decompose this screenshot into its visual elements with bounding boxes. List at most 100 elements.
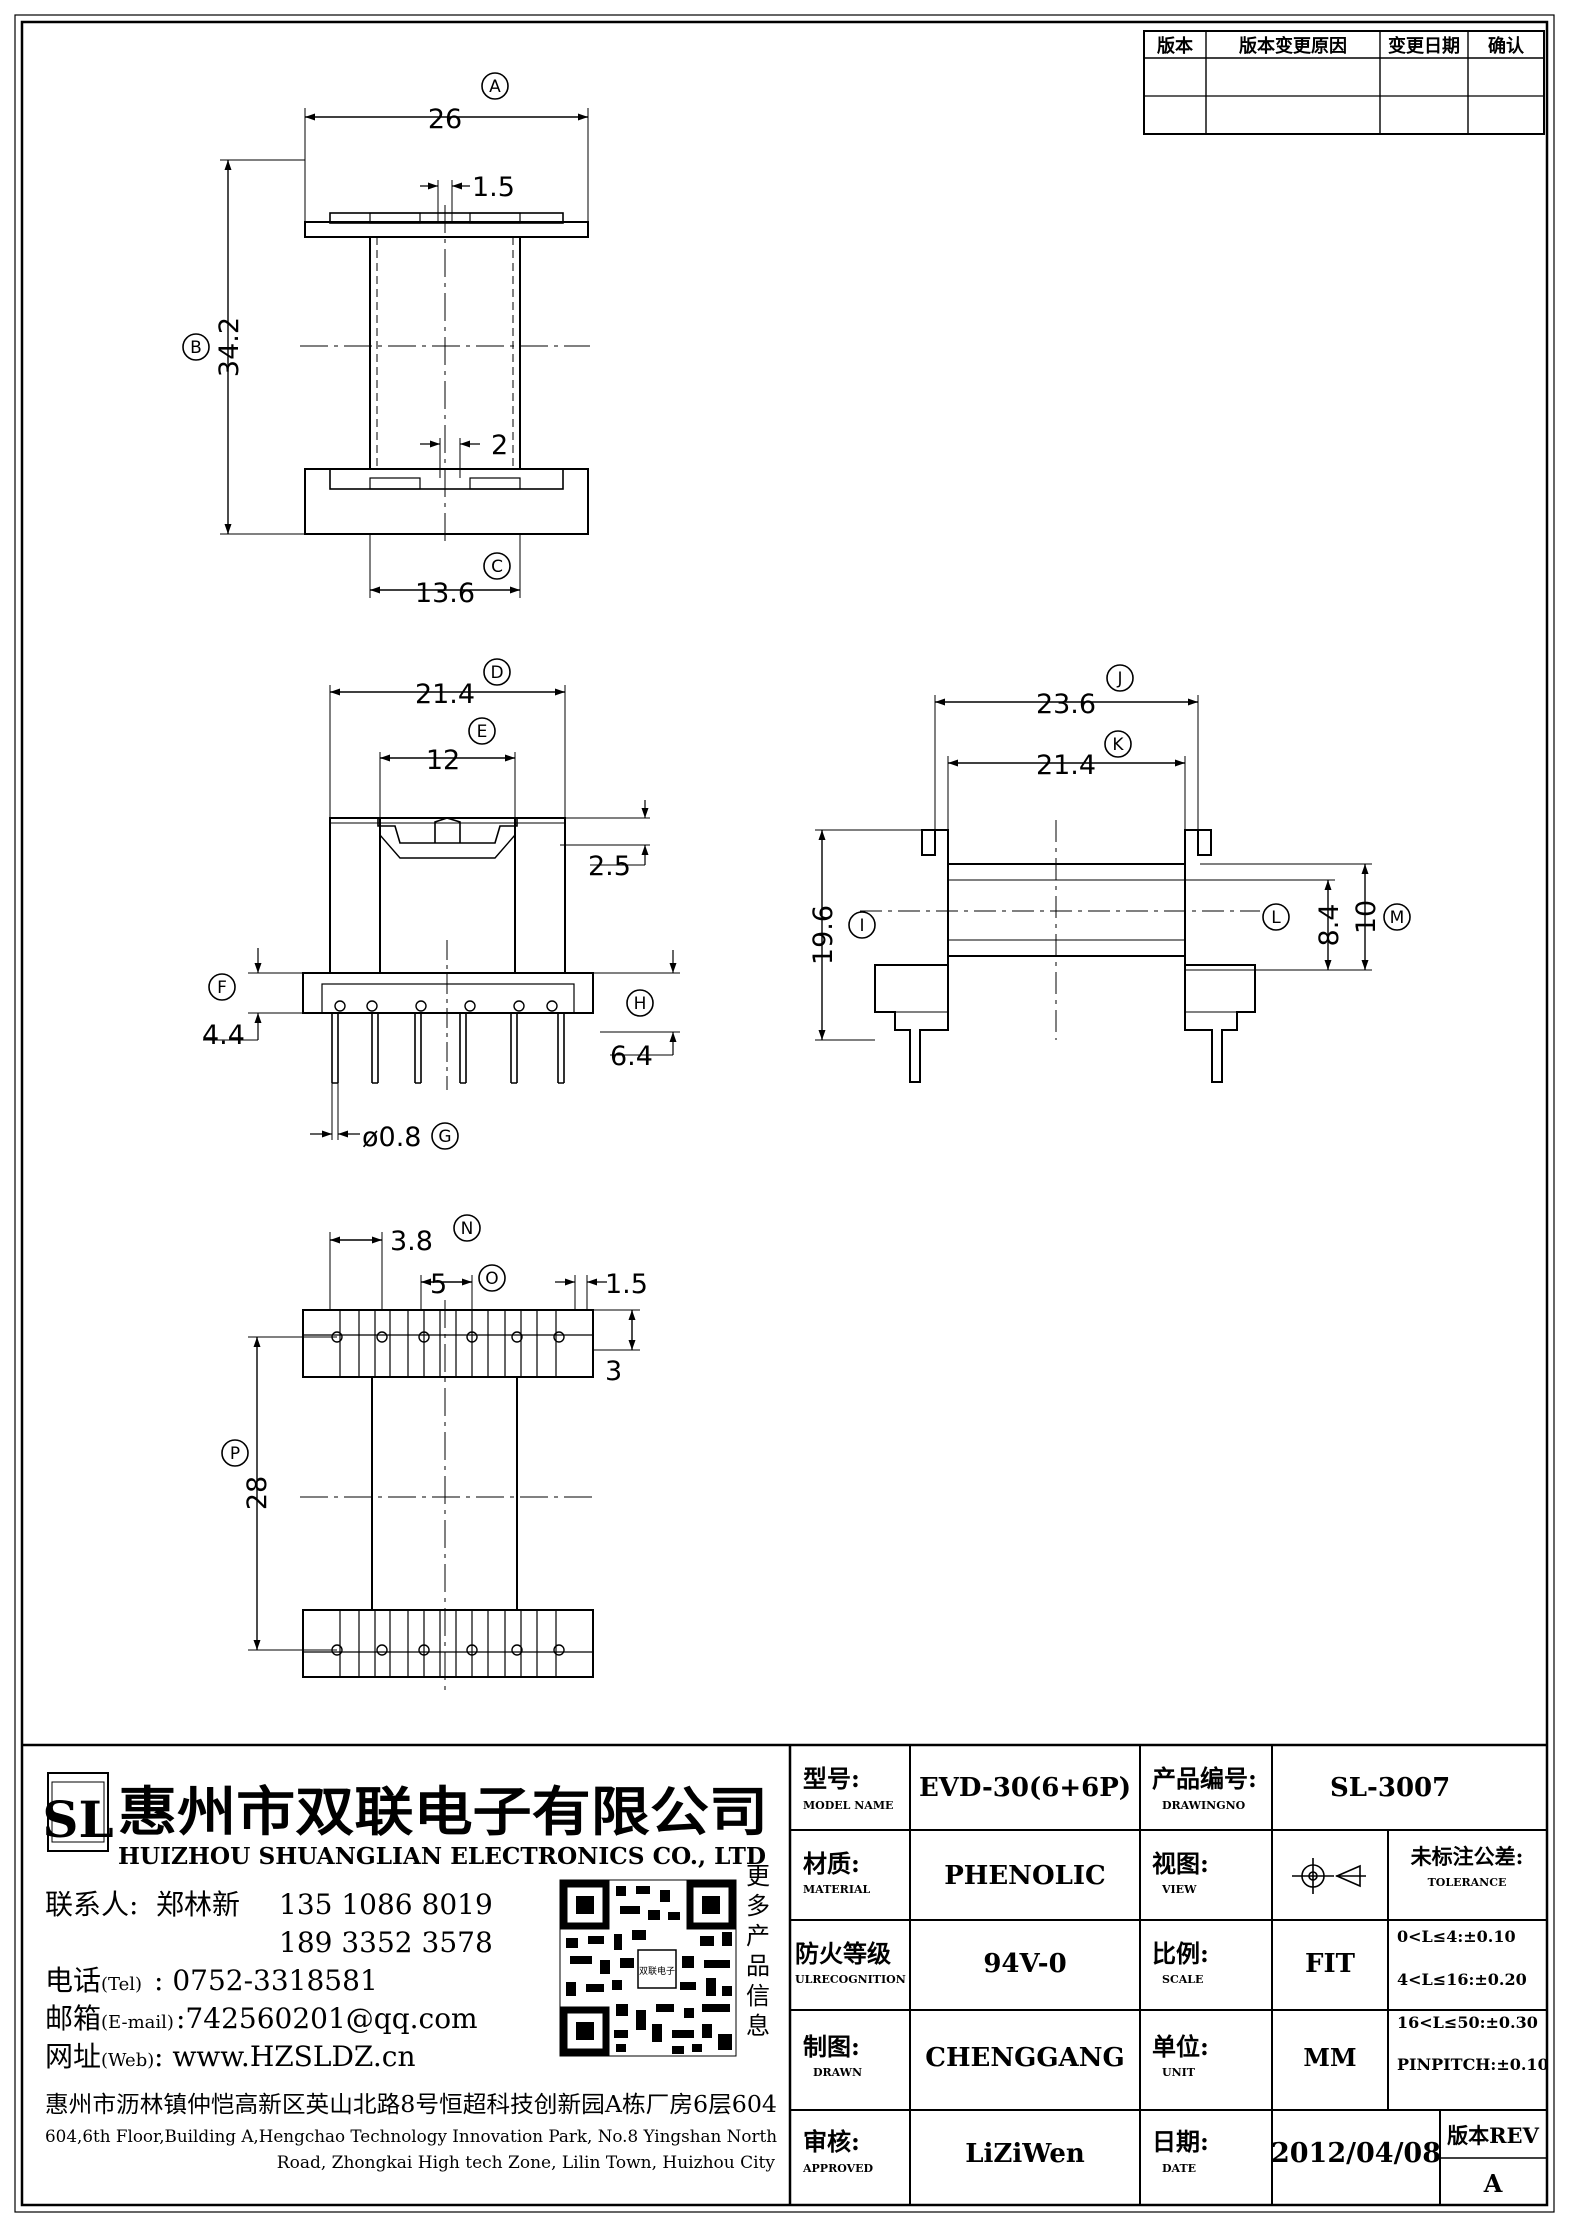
logo-letters: SL — [42, 1790, 113, 1849]
qr-caption-6: 息 — [746, 2012, 770, 2040]
rev-header-reason: 版本变更原因 — [1239, 35, 1347, 57]
dim-C: 13.6 — [415, 578, 475, 609]
svg-text:K: K — [1112, 735, 1124, 755]
company-logo: SL — [42, 1772, 114, 1852]
scale-label: 比例: — [1152, 1939, 1209, 1968]
rev-header-confirm: 确认 — [1488, 35, 1525, 57]
svg-text:双联电子: 双联电子 — [639, 1965, 675, 1977]
flame-label: 防火等级 — [795, 1939, 891, 1968]
drawn-label-en: DRAWN — [813, 2066, 862, 2079]
phone-2: 189 3352 3578 — [279, 1926, 493, 1959]
dim-bottom-pin-width: 1.5 — [605, 1269, 648, 1300]
dim-F: 4.4 — [202, 1020, 245, 1051]
dim-flange-height: 3 — [605, 1356, 622, 1387]
tolerance-label-en: TOLERANCE — [1428, 1876, 1507, 1889]
svg-text:E: E — [477, 722, 488, 742]
qr-caption-3: 产 — [746, 1922, 770, 1950]
dim-P: 28 — [242, 1476, 273, 1510]
rev-value: A — [1483, 2169, 1503, 2198]
address-en-2: Road, Zhongkai High tech Zone, Lilin Tow… — [277, 2153, 776, 2173]
svg-text:G: G — [438, 1127, 451, 1147]
tolerance-4: PINPITCH:±0.10 — [1397, 2055, 1549, 2074]
approved-value: LiZiWen — [965, 2139, 1085, 2169]
model-value: EVD-30(6+6P) — [919, 1773, 1131, 1803]
dim-D: 21.4 — [415, 679, 475, 710]
drawn-value: CHENGGANG — [925, 2043, 1124, 2073]
svg-text:I: I — [859, 916, 864, 936]
model-label-en: MODEL NAME — [803, 1799, 893, 1812]
drawno-label-en: DRAWINGNO — [1162, 1799, 1246, 1812]
material-label: 材质: — [803, 1849, 860, 1878]
dim-J: 23.6 — [1036, 689, 1096, 720]
dim-O: 5 — [430, 1269, 447, 1300]
phone-1: 135 1086 8019 — [279, 1888, 493, 1921]
tel-label: 电话 — [45, 1964, 101, 1997]
dim-M: 10 — [1351, 900, 1382, 934]
svg-text:L: L — [1271, 908, 1281, 928]
company-name-en: HUIZHOU SHUANGLIAN ELECTRONICS CO., LTD — [118, 1843, 766, 1870]
address-en-1: 604,6th Floor,Building A,Hengchao Techno… — [45, 2127, 777, 2147]
model-label: 型号: — [803, 1764, 860, 1793]
tolerance-3: 16<L≤50:±0.30 — [1397, 2013, 1538, 2032]
side-view — [815, 695, 1372, 1083]
bottom-flange — [304, 468, 589, 535]
front-view — [203, 685, 680, 1140]
front-base — [302, 972, 594, 1014]
company-name-cn: 惠州市双联电子有限公司 — [118, 1781, 768, 1843]
unit-value: MM — [1303, 2043, 1356, 2072]
unit-label-en: UNIT — [1162, 2066, 1196, 2079]
contact-name: 郑林新 — [156, 1888, 240, 1921]
front-view-labels: 21.4 12 2.5 4.4 6.4 ø0.8 — [202, 679, 653, 1153]
tolerance-2: 4<L≤16:±0.20 — [1397, 1970, 1527, 1989]
address-cn: 惠州市沥林镇仲恺高新区英山北路8号恒超科技创新园A栋厂房6层604 — [45, 2092, 777, 2118]
drawn-label: 制图: — [803, 2032, 860, 2061]
tel: : 0752-3318581 — [154, 1964, 378, 1997]
material-value: PHENOLIC — [944, 1861, 1105, 1891]
scale-value: FIT — [1305, 1949, 1356, 1979]
dim-top-pin-width: 1.5 — [472, 172, 515, 203]
svg-text:J: J — [1116, 669, 1122, 689]
qr-caption-4: 品 — [746, 1952, 770, 1980]
view-label-en: VIEW — [1161, 1883, 1197, 1896]
callouts — [182, 72, 1411, 1467]
revision-table: 版本 版本变更原因 变更日期 确认 — [1143, 30, 1545, 135]
company-block: SL 惠州市双联电子有限公司 HUIZHOU SHUANGLIAN ELECTR… — [42, 1772, 777, 2173]
svg-text:O: O — [485, 1269, 498, 1289]
svg-text:A: A — [489, 77, 501, 97]
email-label: 邮箱 — [45, 2002, 101, 2035]
unit-label: 单位: — [1152, 2032, 1209, 2061]
scale-label-en: SCALE — [1162, 1973, 1203, 1986]
bottom-top-flange — [302, 1309, 594, 1378]
date-label: 日期: — [1152, 2127, 1209, 2156]
title-block-text: 型号: MODEL NAME EVD-30(6+6P) 产品编号: DRAWIN… — [795, 1764, 1549, 2198]
title-block — [22, 1743, 1547, 2205]
svg-text:H: H — [634, 994, 647, 1014]
dim-A: 26 — [428, 104, 462, 135]
dim-L: 8.4 — [1314, 904, 1345, 947]
material-label-en: MATERIAL — [803, 1883, 871, 1896]
dim-K: 21.4 — [1036, 750, 1096, 781]
dim-B: 34.2 — [214, 317, 245, 377]
outer-border — [14, 14, 1555, 2213]
bottom-view-labels: 3.8 5 1.5 3 28 — [242, 1226, 648, 1510]
dim-H: 6.4 — [610, 1041, 653, 1072]
flame-label-en: ULRECOGNITION — [795, 1973, 906, 1986]
email: :742560201@qq.com — [176, 2002, 478, 2035]
svg-text:C: C — [491, 557, 503, 577]
date-label-en: DATE — [1162, 2162, 1196, 2175]
top-view — [220, 108, 590, 598]
top-flange — [304, 221, 589, 238]
qr-caption-5: 信 — [746, 1982, 770, 2010]
svg-text:F: F — [217, 978, 227, 998]
tolerance-label: 未标注公差: — [1411, 1844, 1524, 1869]
rev-label: 版本REV — [1447, 2123, 1539, 2148]
approved-label-en: APPROVED — [802, 2162, 874, 2175]
view-label: 视图: — [1152, 1849, 1209, 1878]
dim-slot: 2 — [491, 430, 508, 461]
web: : www.HZSLDZ.cn — [154, 2040, 416, 2073]
email-tag: (E-mail) — [101, 2012, 174, 2033]
bottom-bottom-flange — [302, 1609, 594, 1678]
drawno-value: SL-3007 — [1330, 1773, 1450, 1803]
side-view-labels: 23.6 21.4 19.6 8.4 10 — [808, 689, 1382, 965]
